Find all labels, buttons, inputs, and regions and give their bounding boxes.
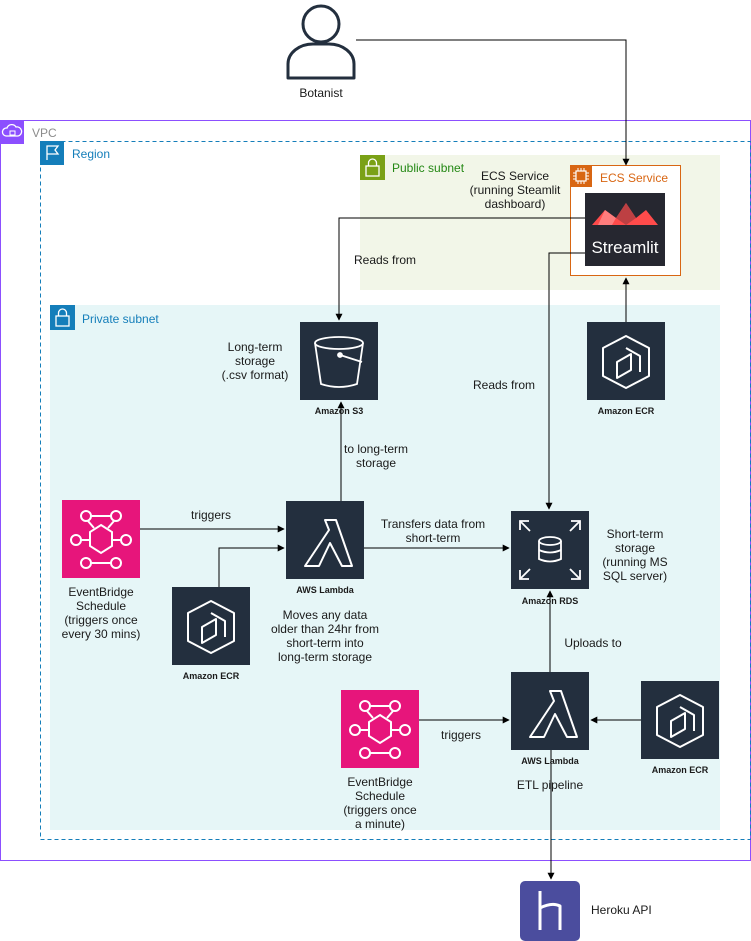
ecr-node-mid[interactable] [172,587,250,665]
public-subnet-label: Public subnet [392,161,465,175]
ecr-bottom-caption: Amazon ECR [651,765,709,775]
eventbridge-node-30min[interactable] [62,500,140,578]
private-subnet-label: Private subnet [82,312,159,326]
user-icon[interactable] [286,4,356,80]
edge-label-reads-from-s3: Reads from [353,253,417,267]
container-registry-icon [602,335,650,389]
streamlit-wordmark: Streamlit [591,238,659,257]
ecr-mid-caption: Amazon ECR [182,671,240,681]
heroku-icon [538,891,562,930]
edge-ecr-to-lambda [218,544,285,587]
heroku-note: Heroku API [591,903,652,917]
rds-caption: Amazon RDS [521,596,579,606]
container-registry-icon [187,600,235,654]
s3-caption: Amazon S3 [314,406,364,416]
vpc-label: VPC [32,126,57,140]
container-registry-icon [656,694,704,748]
lambda-etl-note: ETL pipeline [516,778,584,792]
eventbridge-30-note: EventBridge Schedule (triggers once ever… [61,585,141,641]
lambda-archive-caption: AWS Lambda [296,585,354,595]
edge-label-reads-from-rds: Reads from [472,378,536,392]
eventbridge-icon [349,700,411,759]
edge-botanist-to-ecs [356,39,630,166]
s3-node[interactable] [300,322,378,400]
lambda-node-etl[interactable] [511,672,589,750]
ecr-node-top[interactable] [587,322,665,400]
lambda-node-archive[interactable] [286,501,364,579]
lambda-icon [304,519,353,567]
edge-label-triggers-1: triggers [440,728,481,742]
chip-icon [570,165,592,187]
ecs-service-box-label: ECS Service [600,171,669,185]
edge-label-transfers: Transfers data from short-term [380,517,486,545]
edge-streamlit-reads-rds [545,252,585,510]
ecr-node-bottom[interactable] [641,681,719,759]
lambda-etl-caption: AWS Lambda [521,756,579,766]
botanist-label: Botanist [299,86,343,100]
eventbridge-icon [70,510,132,569]
edge-streamlit-reads-s3 [335,217,585,321]
streamlit-crown-icon [592,203,658,225]
edge-label-to-long-term: to long-term storage [343,442,409,470]
region-label: Region [72,147,111,161]
heroku-node[interactable] [520,881,580,941]
edge-label-triggers-30: triggers [190,508,231,522]
lambda-icon [529,690,578,738]
ecr-top-caption: Amazon ECR [597,406,655,416]
s3-note: Long-term storage (.csv format) [221,340,289,382]
streamlit-logo[interactable] [585,193,665,266]
eventbridge-1-note: EventBridge Schedule (triggers once a mi… [343,775,417,831]
lock-icon [360,155,385,180]
edge-label-uploads-to: Uploads to [564,636,622,650]
ecs-service-note: ECS Service (running Steamlit dashboard) [469,169,561,211]
lambda-archive-note: Moves any data older than 24hr from shor… [270,608,380,664]
rds-note: Short-term storage (running MS SQL serve… [602,527,668,583]
flag-icon [40,141,64,165]
bucket-icon [314,336,364,388]
rds-node[interactable] [511,511,589,589]
database-icon [519,520,581,580]
vpc-icon [0,120,24,144]
lock-icon [50,305,75,330]
eventbridge-node-1min[interactable] [341,690,419,768]
